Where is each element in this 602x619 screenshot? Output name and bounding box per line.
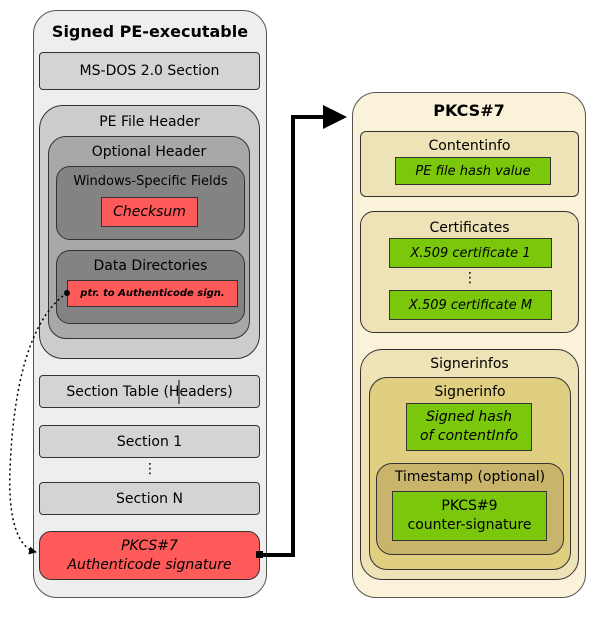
msdos-section: MS-DOS 2.0 Section: [39, 52, 260, 90]
pkcs7-title: PKCS#7: [433, 101, 505, 120]
pointer-to-signature-arrow: [9, 292, 68, 555]
checksum-field: Checksum: [101, 197, 198, 227]
signed-hash-line-2: of contentInfo: [419, 428, 519, 444]
timestamp-label: Timestamp (optional): [394, 469, 546, 485]
contentinfo-label: Contentinfo: [428, 138, 511, 154]
sig-line-1: PKCS#7: [121, 538, 178, 554]
signerinfos-label: Signerinfos: [430, 356, 509, 372]
section-table: Section Table (Headers): [39, 375, 260, 408]
certs-ellipsis: ⋮: [463, 270, 477, 286]
sections-ellipsis: ⋮: [143, 461, 157, 477]
signed-hash: Signed hash of contentInfo: [406, 403, 532, 451]
cert-m: X.509 certificate M: [389, 290, 552, 320]
windows-specific-fields-label: Windows-Specific Fields: [73, 174, 228, 189]
signature-port: [256, 551, 263, 558]
authenticode-pointer: ptr. to Authenticode sign.: [67, 280, 238, 307]
signerinfo-label: Signerinfo: [434, 384, 506, 400]
section-1: Section 1: [39, 425, 260, 458]
signature-to-pkcs7-arrow: [261, 105, 347, 557]
data-directories-label: Data Directories: [93, 258, 208, 274]
pe-title: Signed PE-executable: [51, 22, 249, 41]
section-n: Section N: [39, 482, 260, 515]
pe-file-hash: PE file hash value: [395, 157, 551, 185]
pe-file-header-label: PE File Header: [99, 114, 200, 130]
authenticode-signature: PKCS#7 Authenticode signature: [39, 531, 260, 580]
sig-line-2: Authenticode signature: [67, 557, 232, 573]
optional-header-label: Optional Header: [91, 144, 207, 160]
cert-1: X.509 certificate 1: [389, 238, 552, 268]
windows-specific-fields: Windows-Specific Fields: [56, 166, 245, 240]
pkcs9-line-1: PKCS#9: [441, 498, 498, 514]
signed-hash-line-1: Signed hash: [425, 409, 513, 425]
certificates-label: Certificates: [429, 220, 510, 236]
pkcs9-line-2: counter-signature: [407, 517, 532, 533]
pkcs9-counter-signature: PKCS#9 counter-signature: [392, 491, 547, 541]
